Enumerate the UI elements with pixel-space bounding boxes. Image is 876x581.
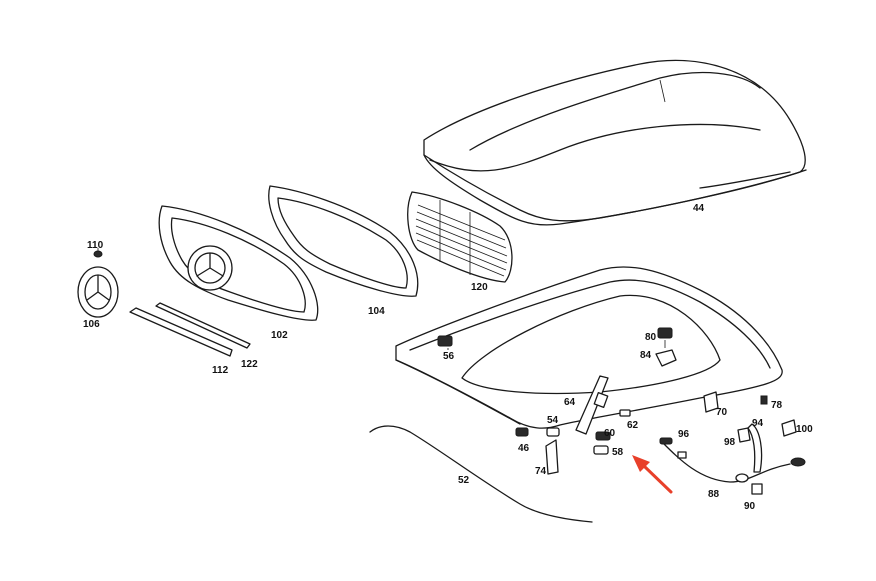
emblem-star	[77, 250, 119, 318]
grille-insert	[407, 191, 513, 283]
trim-strips	[129, 302, 251, 357]
label-110: 110	[87, 240, 104, 251]
grille-frame-inner	[158, 205, 319, 321]
grille-frame-outer	[268, 185, 419, 297]
label-88: 88	[708, 489, 720, 500]
label-120: 120	[471, 282, 488, 293]
leader-lines	[97, 248, 666, 350]
label-104: 104	[368, 306, 385, 317]
label-100: 100	[796, 424, 813, 435]
label-78: 78	[771, 400, 783, 411]
label-58: 58	[612, 447, 624, 458]
label-44: 44	[693, 203, 705, 214]
indicator-arrow	[632, 455, 673, 494]
label-94: 94	[752, 418, 764, 429]
label-122: 122	[241, 359, 258, 370]
hood-strut	[575, 375, 609, 435]
label-84: 84	[640, 350, 652, 361]
part-labels: 44 120 104 102 110 106 112 122 56 80 84 …	[83, 203, 813, 512]
label-70: 70	[716, 407, 728, 418]
label-54: 54	[547, 415, 559, 426]
label-98: 98	[724, 437, 736, 448]
label-106: 106	[83, 319, 100, 330]
release-cable	[369, 425, 593, 523]
label-102: 102	[271, 330, 288, 341]
label-60: 60	[604, 428, 616, 439]
label-52: 52	[458, 475, 470, 486]
label-80: 80	[645, 332, 657, 343]
hood-inner-panel	[395, 266, 783, 429]
hood-panel	[423, 59, 807, 226]
label-96: 96	[678, 429, 690, 440]
label-74: 74	[535, 466, 547, 477]
label-90: 90	[744, 501, 756, 512]
label-64: 64	[564, 397, 576, 408]
label-46: 46	[518, 443, 530, 454]
hardware-parts	[437, 327, 806, 495]
label-62: 62	[627, 420, 639, 431]
label-56: 56	[443, 351, 455, 362]
label-112: 112	[212, 365, 229, 376]
